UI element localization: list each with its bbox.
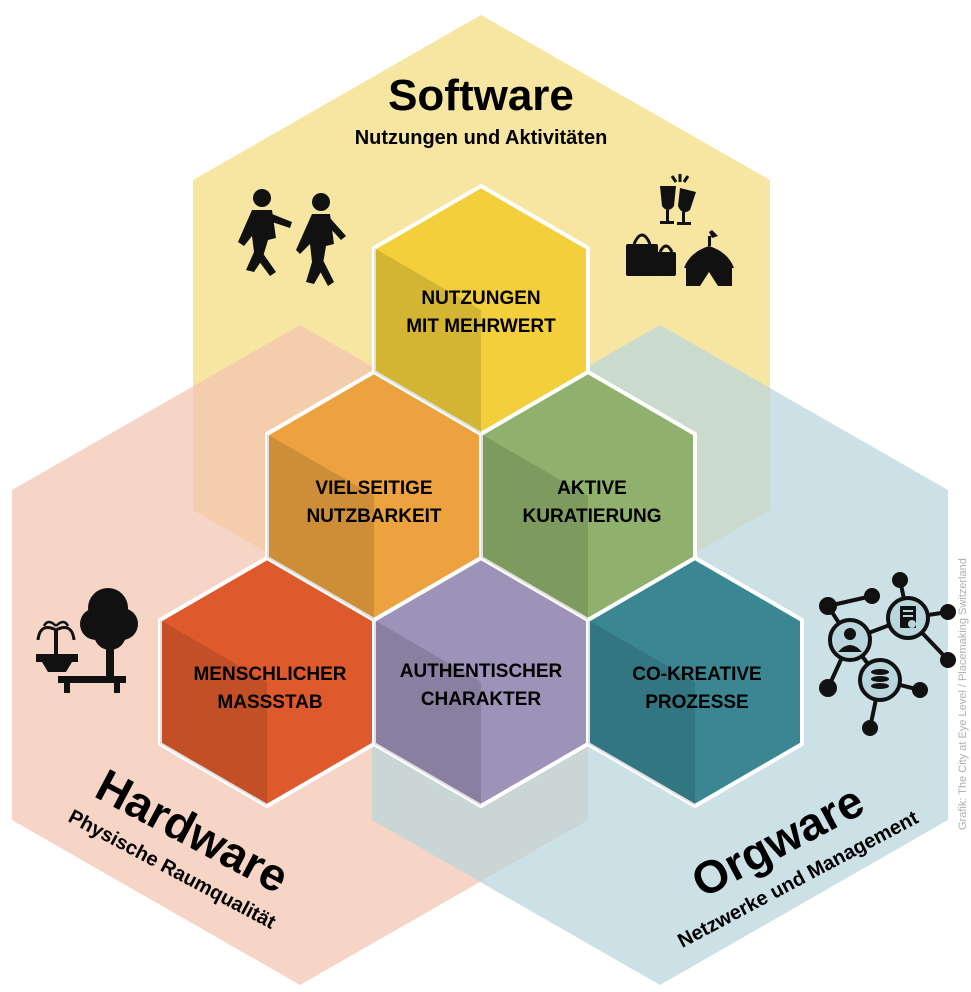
people-walking-icon [238, 189, 346, 286]
hex-shading [160, 248, 695, 806]
hex-authentischer-line1: AUTHENTISCHER [400, 661, 563, 682]
shopping-bags-icon [626, 233, 676, 276]
hex-vielseitige-line1: VIELSEITIGE [315, 478, 432, 499]
bench-icon [58, 676, 126, 693]
drinks-toast-icon [660, 174, 696, 225]
hex-aktive-line1: AKTIVE [557, 478, 627, 499]
hex-vielseitige-line2: NUTZBARKEIT [306, 506, 441, 527]
hex-menschlicher-line1: MENSCHLICHER [193, 664, 346, 685]
hex-cokreative-line1: CO-KREATIVE [632, 664, 761, 685]
circus-tent-icon [684, 230, 734, 286]
tree-icon [80, 588, 138, 676]
credit-text: Grafik: The City at Eye Level / Placemak… [957, 558, 969, 830]
hex-cokreative-line2: PROZESSE [645, 692, 748, 713]
hex-nutzungen-line1: NUTZUNGEN [421, 288, 540, 309]
network-icon [819, 572, 956, 736]
hex-authentischer-line2: CHARAKTER [421, 689, 542, 710]
software-title: Software [388, 71, 574, 120]
fountain-icon [36, 620, 78, 672]
hex-cokreative [586, 556, 804, 808]
hex-aktive-line2: KURATIERUNG [523, 506, 662, 527]
hex-nutzungen-line2: MIT MEHRWERT [406, 316, 556, 337]
hex-menschlicher-line2: MASSSTAB [217, 692, 322, 713]
software-subtitle: Nutzungen und Aktivitäten [355, 127, 608, 149]
